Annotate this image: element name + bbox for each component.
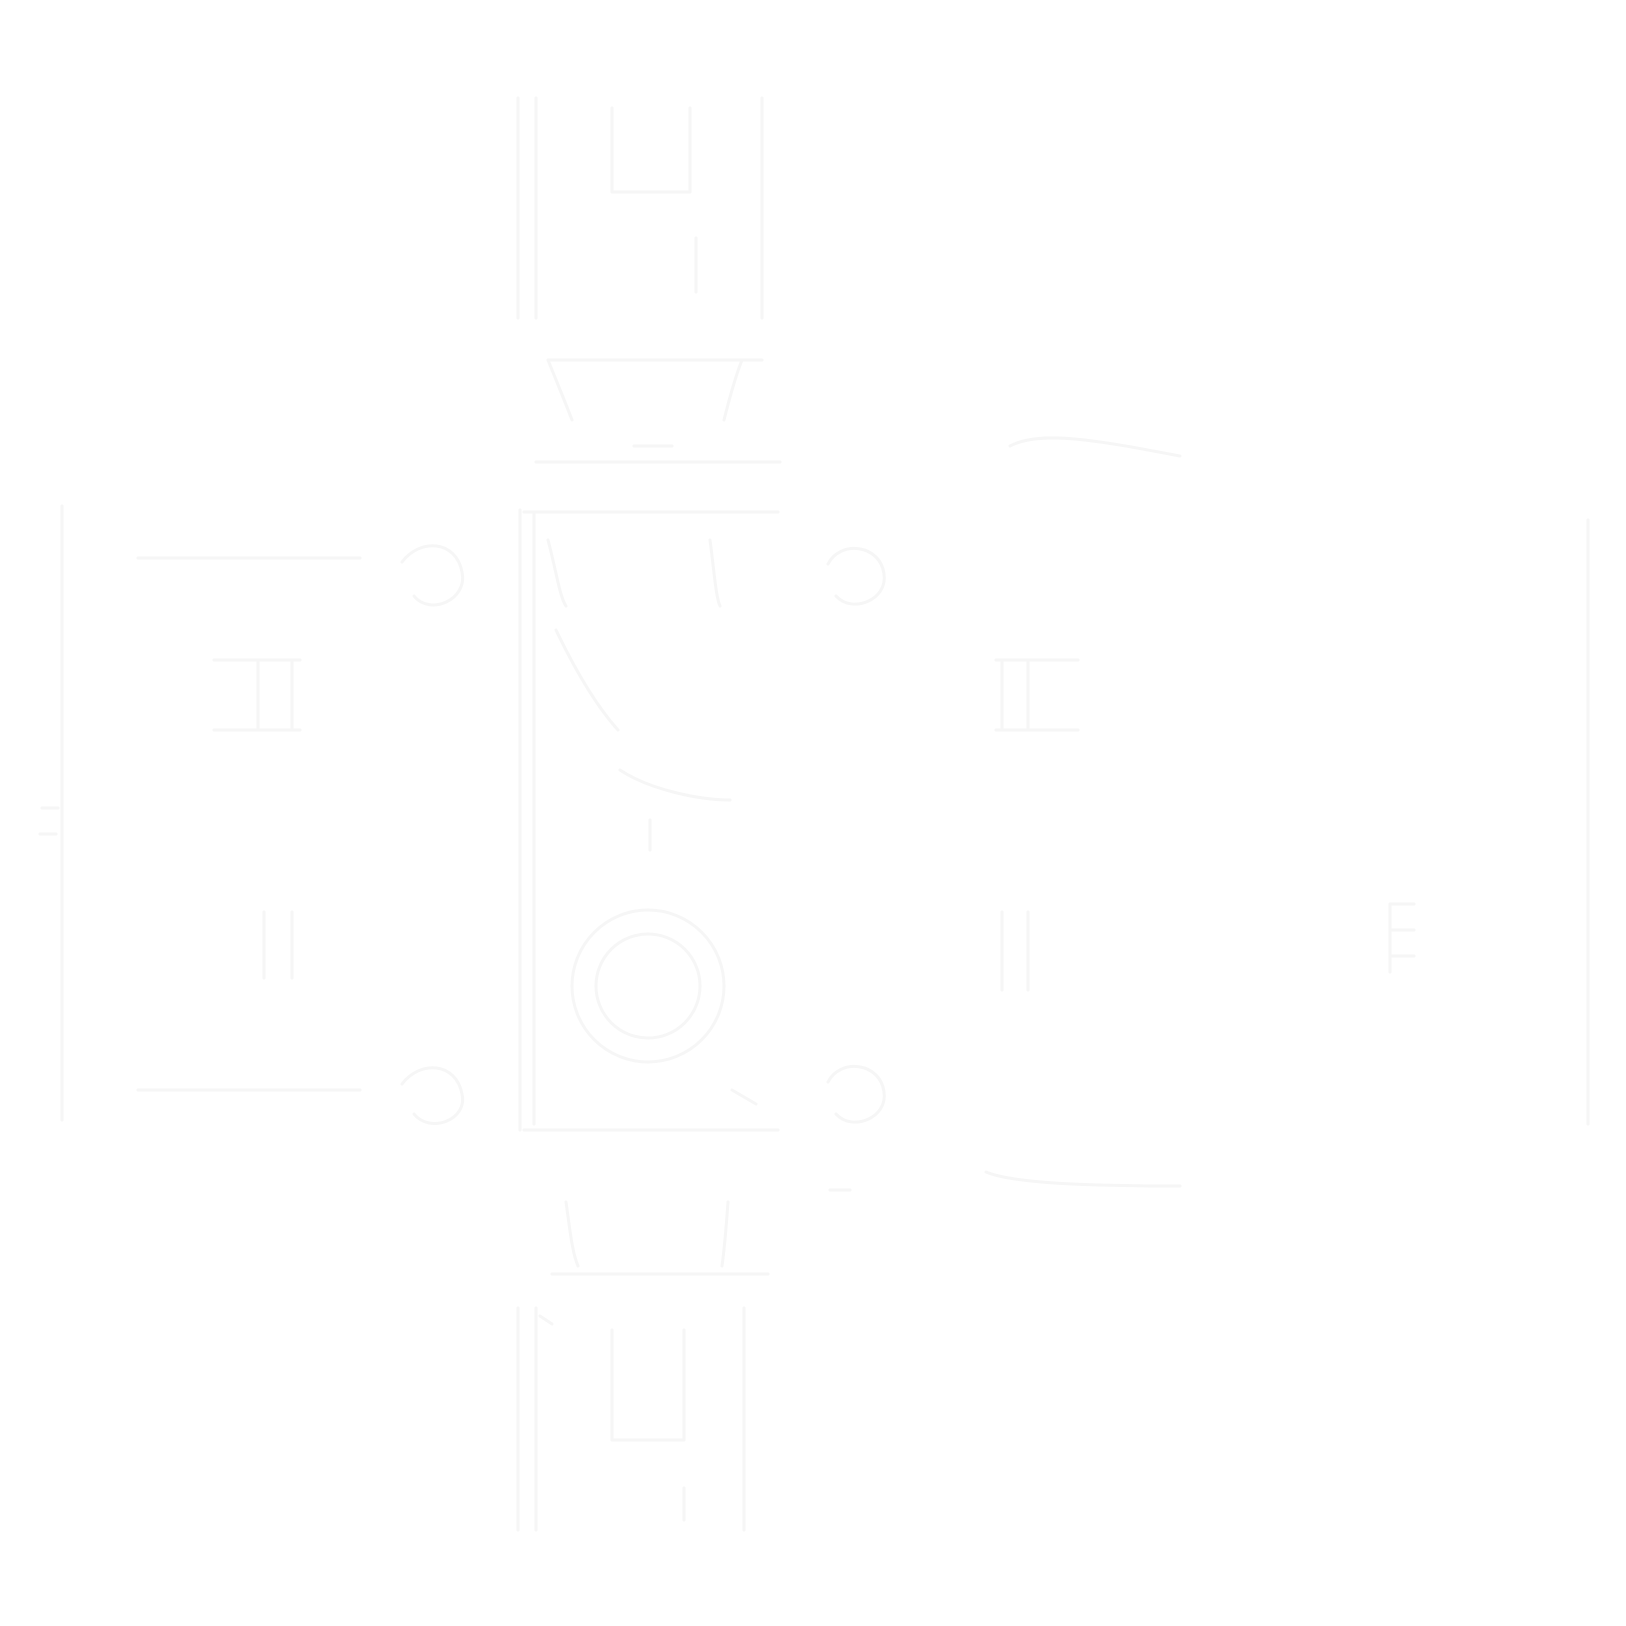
right-panel: [830, 520, 1588, 1190]
lower-arch: [552, 1202, 768, 1274]
central-frame: [520, 510, 884, 1130]
bottom-column-block: [518, 1308, 744, 1530]
top-column-block: [518, 98, 762, 318]
left-panel: [40, 506, 463, 1123]
upper-arch: [536, 360, 1180, 462]
